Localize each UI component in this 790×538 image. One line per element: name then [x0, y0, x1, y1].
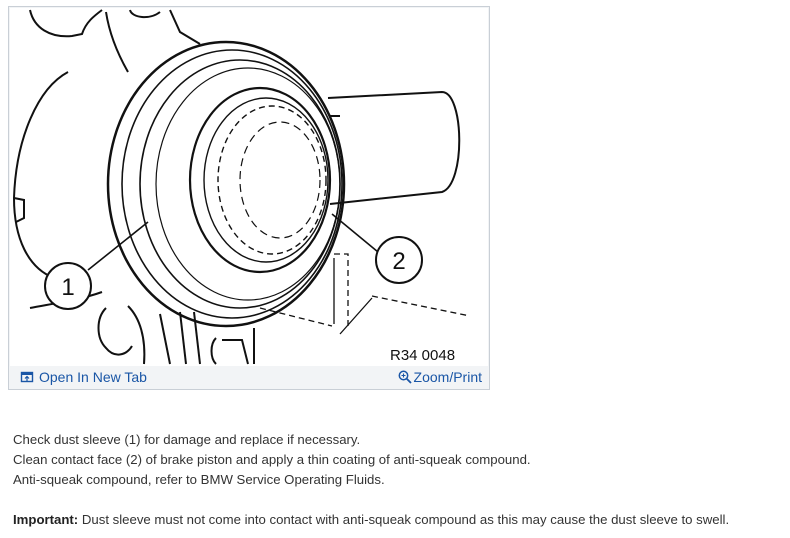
figure-container: 1 2 R34 0048 Open In New Tab [8, 6, 490, 390]
dust-sleeve-rings [106, 40, 346, 328]
callout-1: 1 [44, 221, 149, 310]
hidden-lines [259, 253, 471, 328]
figure-toolbar: Open In New Tab Zoom/Print [10, 366, 488, 389]
instruction-line: Clean contact face (2) of brake piston a… [13, 452, 531, 467]
piston-rod [327, 90, 461, 205]
magnifier-zoom-icon [398, 370, 412, 384]
zoom-print-label: Zoom/Print [413, 369, 482, 385]
open-in-new-tab-label: Open In New Tab [39, 369, 147, 385]
important-label: Important: [13, 512, 79, 527]
brake-caliper-illustration: 1 2 R34 0048 [12, 9, 471, 365]
open-in-new-tab-icon [20, 371, 34, 383]
important-text: Dust sleeve must not come into contact w… [78, 512, 730, 527]
callout-1-label: 1 [61, 274, 74, 301]
important-note: Important: Dust sleeve must not come int… [13, 510, 783, 530]
outline-lines [333, 258, 373, 335]
open-in-new-tab-link[interactable]: Open In New Tab [20, 369, 147, 385]
instructions-text: Check dust sleeve (1) for damage and rep… [13, 430, 783, 530]
figure-code: R34 0048 [390, 347, 455, 364]
callout-2: 2 [331, 213, 423, 284]
callout-2-label: 2 [392, 248, 405, 275]
brake-piston-diagram: 1 2 R34 0048 [10, 8, 488, 366]
instruction-line: Check dust sleeve (1) for damage and rep… [13, 432, 361, 447]
zoom-print-link[interactable]: Zoom/Print [398, 369, 482, 385]
instruction-line: Anti-squeak compound, refer to BMW Servi… [13, 472, 385, 487]
